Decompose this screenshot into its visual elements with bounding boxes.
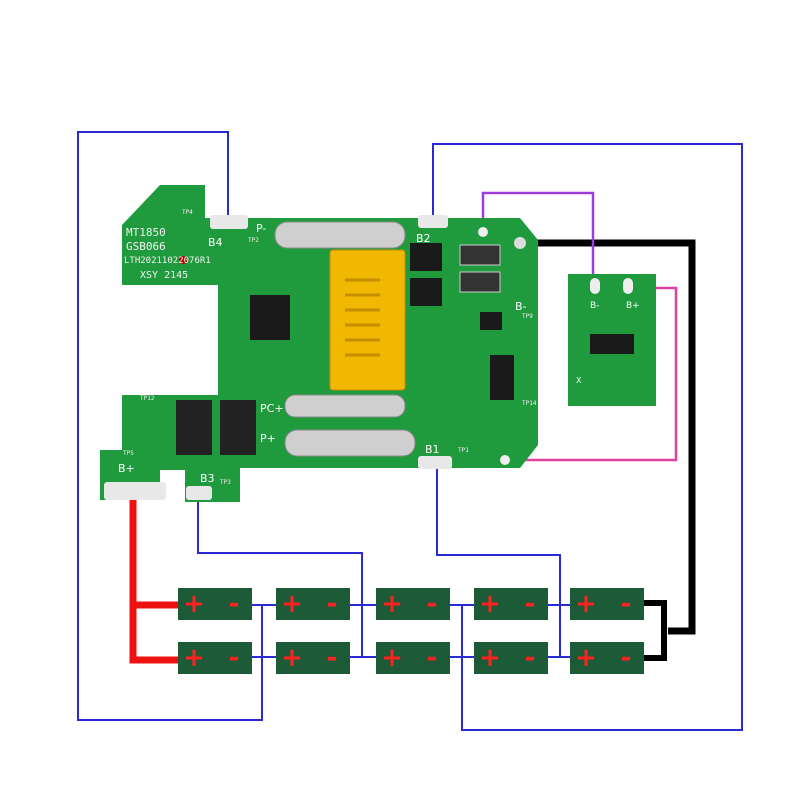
pad-b1 — [418, 456, 452, 469]
battery-cell: +- — [570, 642, 644, 674]
battery-cell: +- — [276, 642, 350, 674]
tp-label: TP12 — [140, 395, 155, 402]
cell-plus-terminal: + — [281, 643, 303, 673]
label-pc-plus: PC+ — [260, 402, 284, 415]
cell-plus-terminal: + — [183, 643, 205, 673]
cell-minus-terminal: - — [327, 589, 338, 619]
wire-b1 — [436, 465, 561, 605]
series-links — [252, 604, 570, 658]
wire-purple — [481, 191, 595, 282]
label-b-plus: B+ — [118, 462, 135, 475]
battery-cell: +- — [376, 642, 450, 674]
wire-b4 — [77, 131, 263, 721]
ic-chip — [250, 295, 290, 340]
cell-minus-terminal: - — [621, 589, 632, 619]
sub-label-b-plus: B+ — [626, 301, 640, 311]
balance-sub-board: B- B+ X — [568, 274, 656, 406]
battery-cell: +- — [178, 588, 252, 620]
tp-label: TP2 — [248, 237, 259, 244]
cell-minus-terminal: - — [525, 643, 536, 673]
label-b-minus: B- — [515, 300, 527, 313]
cell-plus-terminal: + — [479, 589, 501, 619]
pad-b2 — [418, 215, 448, 228]
mosfet-q1 — [220, 400, 256, 455]
wire-b2 — [432, 143, 743, 731]
cell-minus-terminal: - — [525, 589, 536, 619]
pad-b-plus — [104, 482, 166, 500]
terminal-p-plus — [284, 429, 416, 457]
mosfet-q2 — [176, 400, 212, 455]
label-b4: B4 — [208, 236, 223, 249]
ic-chip — [490, 355, 514, 400]
battery-cell: +- — [474, 588, 548, 620]
cell-plus-terminal: + — [575, 643, 597, 673]
mosfet-chip — [410, 278, 442, 306]
tp-label: TP14 — [522, 400, 537, 407]
cell-minus-terminal: - — [427, 643, 438, 673]
wire-b-minus-bracket — [642, 600, 667, 661]
silk-line-4: XSY 2145 — [140, 270, 188, 281]
red-dot-mark — [179, 256, 187, 264]
terminal-pc-plus — [284, 394, 406, 418]
silk-line-1: MT1850 — [126, 226, 166, 239]
sub-mark: X — [576, 376, 582, 385]
tp-label: TP4 — [182, 209, 193, 216]
cell-minus-terminal: - — [229, 589, 240, 619]
cell-plus-terminal: + — [281, 589, 303, 619]
yellow-connector — [329, 249, 406, 391]
blue-wires — [77, 131, 743, 731]
wire-b-minus-black — [520, 239, 696, 635]
silk-line-2: GSB066 — [126, 240, 166, 253]
battery-cells: +-+-+-+-+-+-+-+-+-+- — [178, 588, 644, 674]
pad-purple — [478, 227, 488, 237]
label-p-plus: P+ — [260, 432, 276, 445]
cell-plus-terminal: + — [183, 589, 205, 619]
battery-cell: +- — [178, 642, 252, 674]
silk-line-3: LTH20211022076R1 — [124, 256, 211, 266]
tp-label: TP9 — [522, 313, 533, 320]
label-b2: B2 — [416, 232, 431, 245]
sub-label-b-minus: B- — [590, 301, 599, 311]
cell-plus-terminal: + — [381, 589, 403, 619]
tp-label: TP5 — [123, 450, 134, 457]
label-b3: B3 — [200, 472, 215, 485]
cell-plus-terminal: + — [575, 589, 597, 619]
cell-minus-terminal: - — [427, 589, 438, 619]
pad-b3 — [186, 486, 212, 500]
cell-minus-terminal: - — [327, 643, 338, 673]
wire-b3 — [197, 490, 363, 605]
tp-label: TP1 — [458, 447, 469, 454]
cell-minus-terminal: - — [229, 643, 240, 673]
cell-plus-terminal: + — [381, 643, 403, 673]
battery-cell: +- — [276, 588, 350, 620]
tp-label: TP3 — [220, 479, 231, 486]
label-b1: B1 — [425, 443, 440, 456]
mosfet-chip — [410, 243, 442, 271]
cell-plus-terminal: + — [479, 643, 501, 673]
pad-b4 — [210, 215, 248, 229]
battery-cell: +- — [570, 588, 644, 620]
wire-b-plus-red — [129, 488, 180, 664]
terminal-p-minus — [274, 221, 406, 249]
cell-minus-terminal: - — [621, 643, 632, 673]
label-p-minus: P- — [256, 222, 266, 235]
sub-ic — [590, 334, 634, 354]
battery-cell: +- — [474, 642, 548, 674]
battery-cell: +- — [376, 588, 450, 620]
main-pcb: MT1850 GSB066 LTH20211022076R1 XSY 2145 … — [100, 185, 538, 502]
